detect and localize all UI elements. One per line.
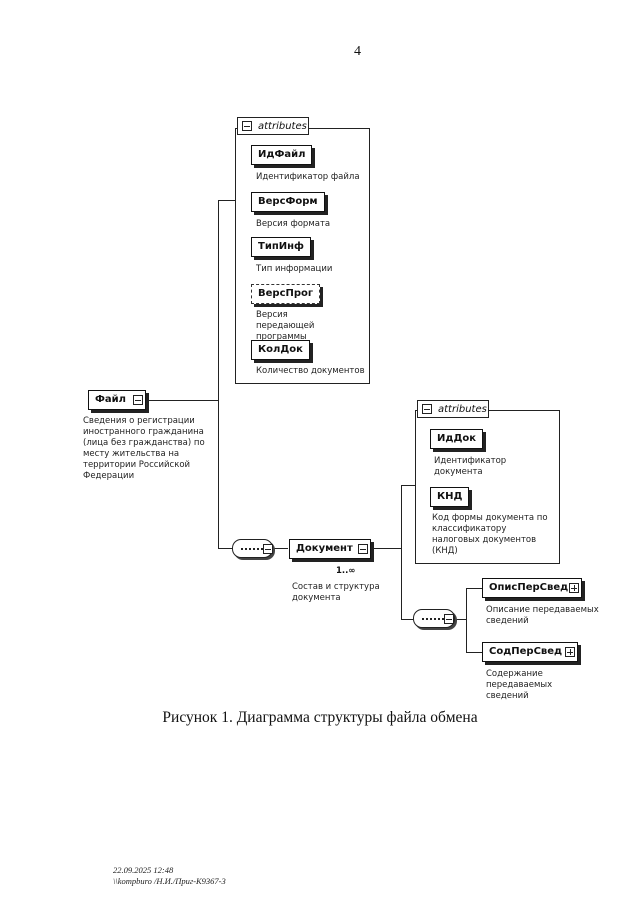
connector-line — [455, 619, 466, 620]
attr-iddok-description: Идентификатор документа — [434, 456, 507, 477]
sequence-icon — [241, 548, 263, 552]
attr-iddok[interactable]: ИдДок — [430, 429, 484, 449]
connector-line — [466, 652, 482, 653]
attributes-label: attributes — [258, 121, 307, 132]
collapse-icon[interactable] — [422, 404, 432, 414]
attr-idfile[interactable]: ИдФайл — [251, 145, 313, 165]
expand-icon[interactable] — [569, 583, 579, 593]
attr-tipinf-description: Тип информации — [256, 264, 333, 274]
connector-line — [146, 400, 218, 401]
attr-knd[interactable]: КНД — [430, 487, 470, 507]
attr-tipinf[interactable]: ТипИнф — [251, 237, 311, 257]
expand-icon[interactable] — [565, 647, 575, 657]
element-opispersved[interactable]: ОписПерСвед — [482, 578, 582, 598]
connector-line — [401, 485, 402, 619]
sequence-icon — [422, 618, 444, 622]
multiplicity-label: 1..∞ — [336, 566, 356, 576]
element-sodpersved-label: СодПерСвед — [489, 646, 563, 657]
page-number: 4 — [354, 44, 361, 59]
connector-line — [218, 200, 235, 201]
connector-line — [218, 200, 219, 548]
root-element-description: Сведения о регистрации иностранного граж… — [83, 416, 205, 481]
file-attributes-header[interactable]: attributes — [237, 117, 309, 135]
connector-line — [466, 588, 467, 652]
attr-koldok[interactable]: КолДок — [251, 340, 310, 360]
connector-line — [401, 619, 413, 620]
attributes-label: attributes — [438, 404, 487, 415]
root-element-file[interactable]: Файл — [88, 390, 146, 410]
element-document-label: Документ — [296, 543, 353, 554]
sequence-compositor[interactable] — [232, 539, 273, 558]
connector-line — [371, 548, 401, 549]
attr-versprog[interactable]: ВерсПрог — [251, 284, 321, 304]
attr-knd-description: Код формы документа по классификатору на… — [432, 513, 548, 556]
attr-idfile-description: Идентификатор файла — [256, 172, 360, 182]
collapse-icon[interactable] — [444, 614, 454, 624]
collapse-icon[interactable] — [358, 544, 368, 554]
connector-line — [466, 588, 482, 589]
element-document[interactable]: Документ — [289, 539, 371, 559]
element-document-description: Состав и структура документа — [292, 582, 380, 603]
collapse-icon[interactable] — [263, 544, 273, 554]
attr-versform[interactable]: ВерсФорм — [251, 192, 325, 212]
attr-versprog-description: Версия передающей программы — [256, 310, 315, 342]
document-attributes-header[interactable]: attributes — [417, 400, 489, 418]
element-opispersved-label: ОписПерСвед — [489, 582, 569, 593]
root-element-label: Файл — [95, 394, 126, 405]
footer-timestamp: 22.09.2025 12:48 — [113, 865, 174, 875]
sequence-compositor[interactable] — [413, 609, 455, 628]
attr-koldok-description: Количество документов — [256, 366, 365, 376]
element-opispersved-description: Описание передаваемых сведений — [486, 605, 599, 626]
figure-caption: Рисунок 1. Диаграмма структуры файла обм… — [162, 709, 478, 726]
element-sodpersved[interactable]: СодПерСвед — [482, 642, 578, 662]
attr-versform-description: Версия формата — [256, 219, 331, 229]
connector-line — [401, 485, 415, 486]
element-sodpersved-description: Содержание передаваемых сведений — [486, 669, 553, 701]
connector-line — [218, 548, 232, 549]
footer-path: \\kompburo /Н.И./Приг-К9367-3 — [113, 876, 226, 886]
collapse-icon[interactable] — [133, 395, 143, 405]
connector-line — [273, 548, 288, 549]
collapse-icon[interactable] — [242, 121, 252, 131]
